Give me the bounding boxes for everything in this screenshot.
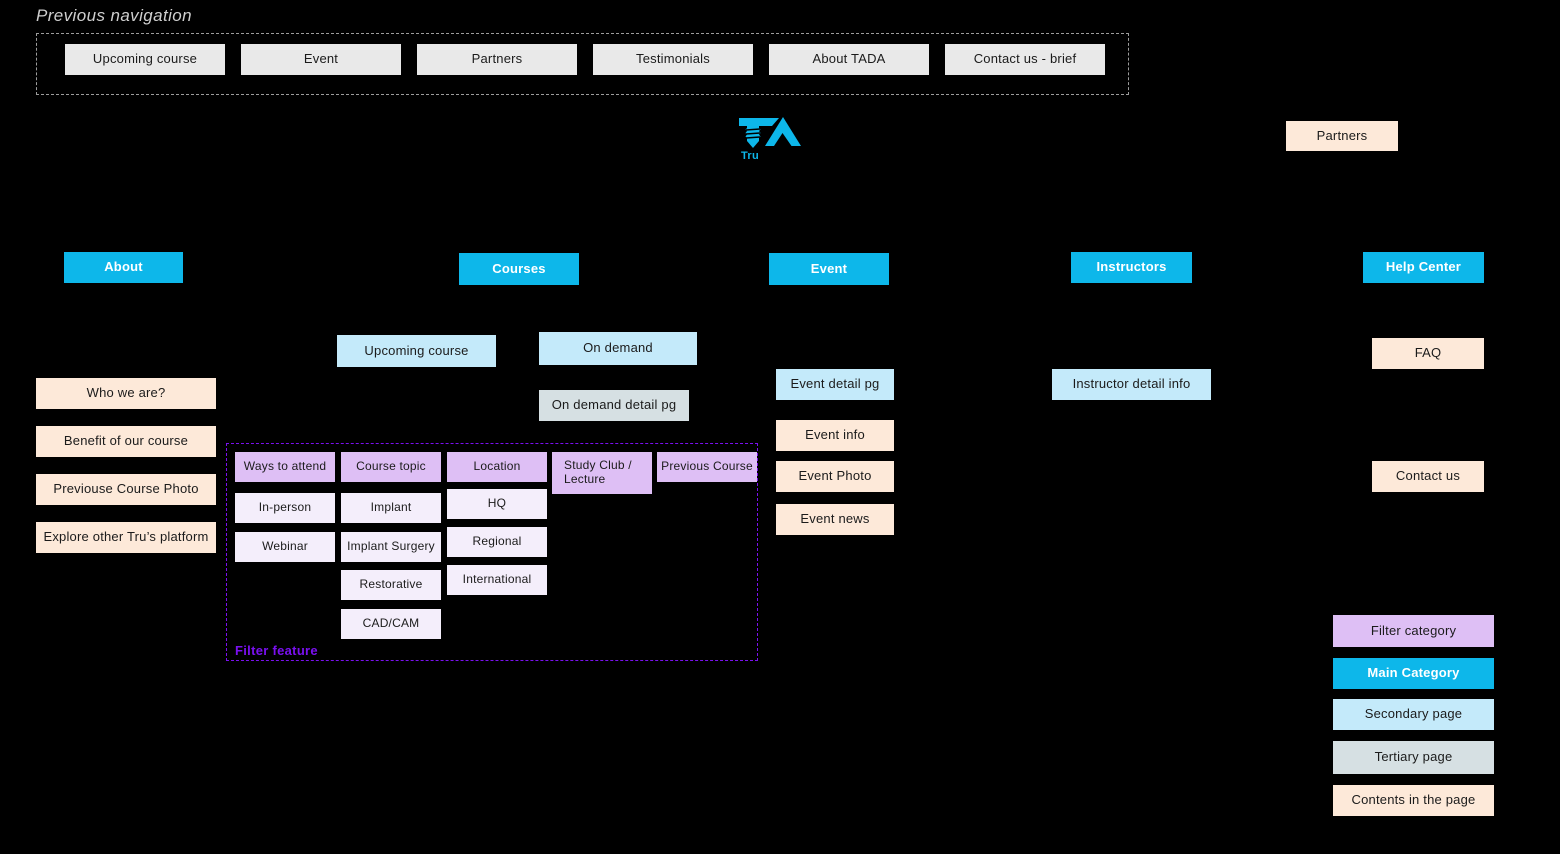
event-detail-pg-node: Event detail pg — [776, 369, 894, 400]
help-center-contact-us-node: Contact us — [1372, 461, 1484, 492]
legend-tertiary-page: Tertiary page — [1333, 741, 1494, 774]
previous-navigation-heading: Previous navigation — [36, 6, 192, 25]
filter-option-implant-surgery: Implant Surgery — [341, 532, 441, 562]
about-content-who-we-are: Who we are? — [36, 378, 216, 409]
previous-navigation-frame — [36, 33, 1129, 95]
main-category-courses: Courses — [459, 253, 579, 285]
main-category-event: Event — [769, 253, 889, 285]
courses-on-demand-node: On demand — [539, 332, 697, 365]
filter-option-in-person: In-person — [235, 493, 335, 523]
prevnav-item-about-tada: About TADA — [769, 44, 929, 75]
prevnav-item-testimonials: Testimonials — [593, 44, 753, 75]
about-content-previous-course-photo: Previouse Course Photo — [36, 474, 216, 505]
filter-option-implant: Implant — [341, 493, 441, 523]
event-content-news: Event news — [776, 504, 894, 535]
filter-location: Location — [447, 452, 547, 482]
legend-secondary-page: Secondary page — [1333, 699, 1494, 730]
courses-on-demand-detail-node: On demand detail pg — [539, 390, 689, 421]
filter-feature-label: Filter feature — [235, 643, 318, 658]
instructor-detail-info-node: Instructor detail info — [1052, 369, 1211, 400]
legend-main-category: Main Category — [1333, 658, 1494, 689]
partners-page-node: Partners — [1286, 121, 1398, 151]
prevnav-item-upcoming-course: Upcoming course — [65, 44, 225, 75]
event-content-photo: Event Photo — [776, 461, 894, 492]
main-category-help-center: Help Center — [1363, 252, 1484, 283]
tada-logo-icon — [738, 115, 802, 151]
prevnav-item-contact-us-brief: Contact us - brief — [945, 44, 1105, 75]
event-content-info: Event info — [776, 420, 894, 451]
filter-ways-to-attend: Ways to attend — [235, 452, 335, 482]
courses-upcoming-course-node: Upcoming course — [337, 335, 496, 367]
filter-option-restorative: Restorative — [341, 570, 441, 600]
filter-previous-course: Previous Course — [657, 452, 757, 482]
logo-name: Tru — [741, 150, 760, 162]
about-content-benefit: Benefit of our course — [36, 426, 216, 457]
filter-option-cad-cam: CAD/CAM — [341, 609, 441, 639]
legend-contents-in-page: Contents in the page — [1333, 785, 1494, 816]
about-content-explore-platform: Explore other Tru’s platform — [36, 522, 216, 553]
filter-course-topic: Course topic — [341, 452, 441, 482]
filter-study-club-lecture: Study Club / Lecture — [552, 452, 652, 494]
filter-feature-frame — [226, 443, 758, 661]
filter-option-hq: HQ — [447, 489, 547, 519]
filter-option-webinar: Webinar — [235, 532, 335, 562]
prevnav-item-partners: Partners — [417, 44, 577, 75]
legend-filter-category: Filter category — [1333, 615, 1494, 647]
prevnav-item-event: Event — [241, 44, 401, 75]
filter-option-regional: Regional — [447, 527, 547, 557]
filter-option-international: International — [447, 565, 547, 595]
main-category-about: About — [64, 252, 183, 283]
help-center-faq-node: FAQ — [1372, 338, 1484, 369]
main-category-instructors: Instructors — [1071, 252, 1192, 283]
